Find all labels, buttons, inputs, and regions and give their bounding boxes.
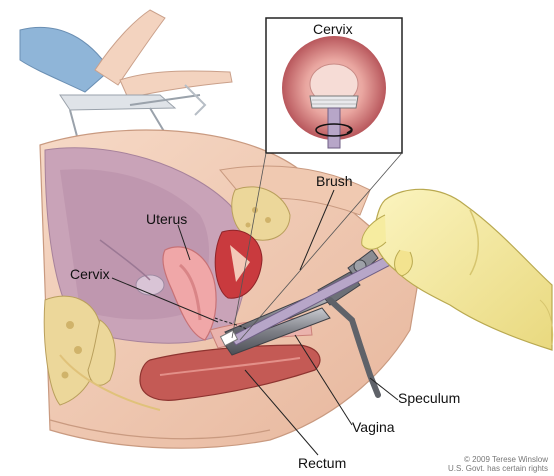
cervix-leader-line [111, 277, 219, 323]
speculum-leader-line [369, 377, 399, 401]
patient-sketch [19, 9, 233, 141]
brush-label: Brush [316, 173, 353, 189]
body-cross-section [39, 129, 421, 449]
inset-connectors [231, 152, 403, 341]
speculum-label: Speculum [398, 390, 461, 406]
uterus-label: Uterus [146, 211, 188, 227]
uterus-leader-line [177, 224, 191, 261]
cervix-label: Cervix [70, 266, 110, 282]
leader-lines [111, 189, 399, 456]
rectum-leader-line [244, 369, 319, 456]
gloved-hand [361, 188, 554, 351]
vagina-label: Vagina [352, 419, 395, 435]
copyright-notice: © 2009 Terese Winslow U.S. Govt. has cer… [448, 455, 548, 473]
copyright-line-2: U.S. Govt. has certain rights [447, 464, 548, 473]
rectum-label: Rectum [298, 455, 347, 471]
vagina-leader-line [294, 334, 353, 426]
cervix-dashed-outline [214, 317, 249, 331]
copyright-line-1: © 2009 Terese Winslow [463, 455, 548, 464]
brush-leader-line [299, 189, 335, 271]
cervix-inset [265, 17, 403, 154]
inset-title-label: Cervix [313, 21, 353, 37]
